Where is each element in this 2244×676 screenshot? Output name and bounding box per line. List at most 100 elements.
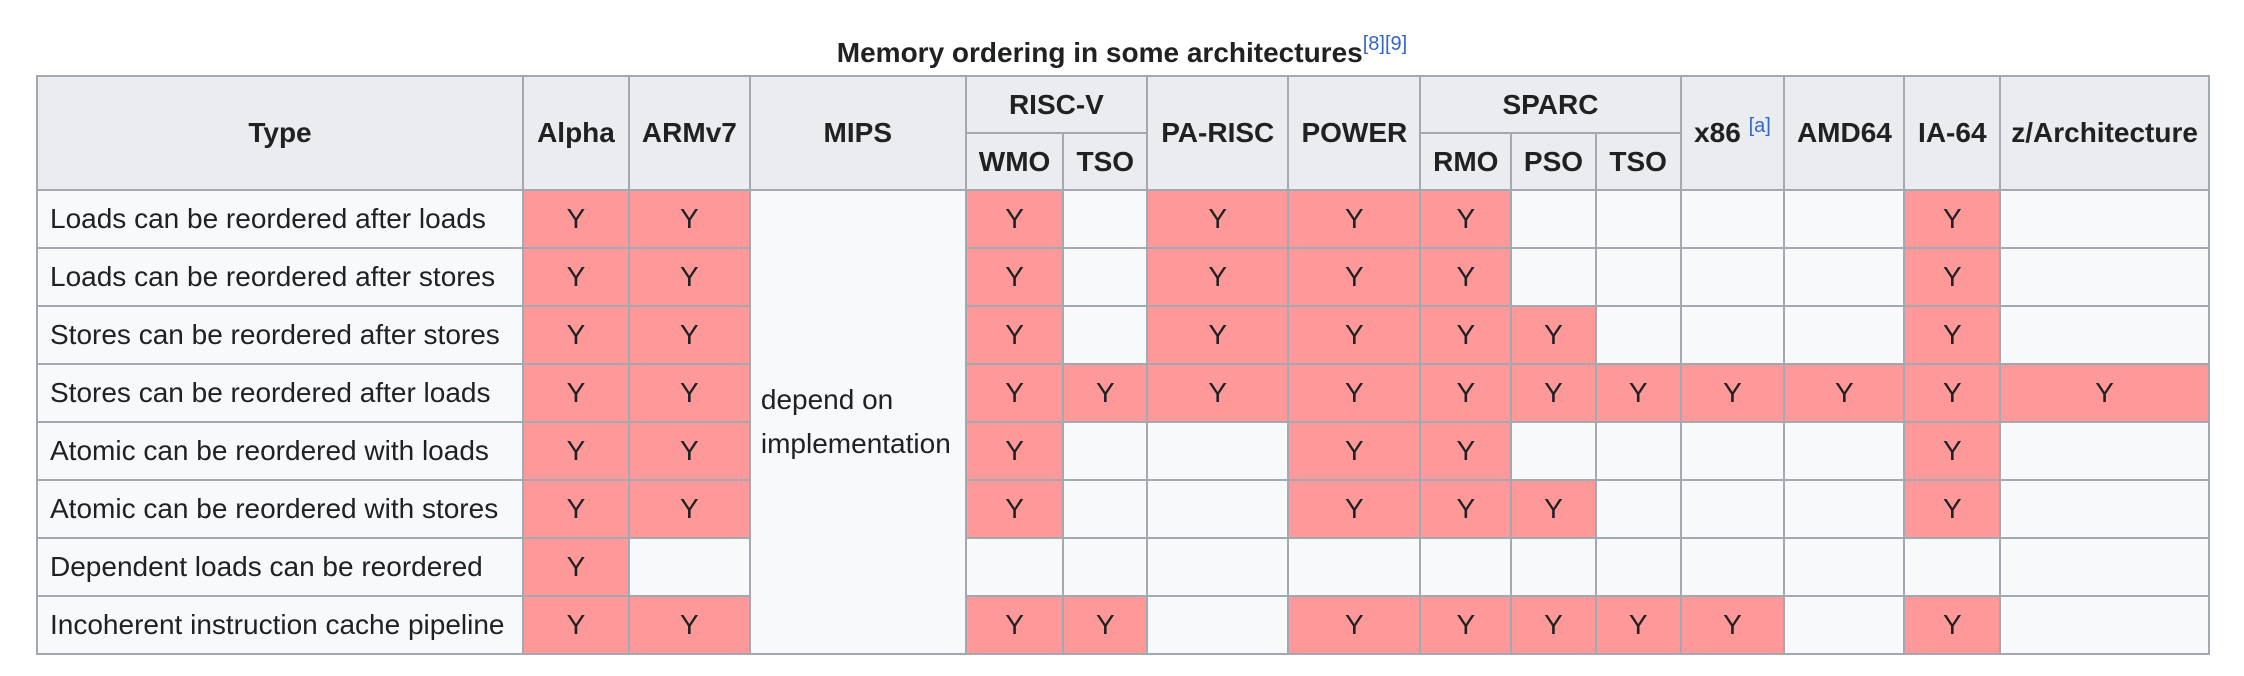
memory-ordering-table: Type Alpha ARMv7 MIPS RISC-V PA-RISC POW… bbox=[35, 75, 2210, 655]
cell-sparc-pso: Y bbox=[1510, 305, 1597, 365]
cell-riscv-tso bbox=[1062, 305, 1149, 365]
cell-sparc-rmo: Y bbox=[1419, 189, 1513, 249]
cell-amd64 bbox=[1783, 305, 1906, 365]
cell-amd64 bbox=[1783, 479, 1906, 539]
cell-riscv-tso bbox=[1062, 189, 1149, 249]
cell-amd64 bbox=[1783, 537, 1906, 597]
header-ia64: IA-64 bbox=[1903, 75, 2002, 191]
cell-riscv-tso: Y bbox=[1062, 363, 1149, 423]
header-alpha: Alpha bbox=[522, 75, 630, 191]
cell-zarch bbox=[1999, 305, 2210, 365]
cell-x86 bbox=[1679, 305, 1786, 365]
cell-sparc-tso bbox=[1594, 189, 1682, 249]
reference-link-9[interactable]: [9] bbox=[1384, 33, 1408, 55]
cell-armv7: Y bbox=[627, 421, 751, 481]
cell-ia64: Y bbox=[1903, 305, 2002, 365]
row-label: Atomic can be reordered with stores bbox=[35, 479, 525, 539]
cell-parisc: Y bbox=[1146, 363, 1290, 423]
cell-armv7: Y bbox=[627, 595, 751, 655]
cell-x86 bbox=[1679, 247, 1786, 307]
cell-sparc-rmo: Y bbox=[1419, 305, 1513, 365]
cell-sparc-pso bbox=[1510, 421, 1597, 481]
cell-x86 bbox=[1679, 189, 1786, 249]
cell-sparc-tso: Y bbox=[1594, 595, 1682, 655]
cell-sparc-pso: Y bbox=[1510, 595, 1597, 655]
cell-parisc bbox=[1146, 479, 1290, 539]
caption-title: Memory ordering in some architectures bbox=[836, 37, 1363, 68]
cell-x86: Y bbox=[1679, 363, 1786, 423]
cell-parisc bbox=[1146, 421, 1290, 481]
cell-riscv-wmo: Y bbox=[964, 247, 1065, 307]
cell-power: Y bbox=[1287, 421, 1422, 481]
cell-parisc bbox=[1146, 595, 1290, 655]
reference-link-8[interactable]: [8] bbox=[1362, 33, 1385, 55]
cell-x86: Y bbox=[1679, 595, 1786, 655]
cell-sparc-rmo: Y bbox=[1419, 595, 1513, 655]
cell-zarch bbox=[1999, 479, 2210, 539]
cell-armv7: Y bbox=[627, 363, 751, 423]
cell-x86 bbox=[1679, 479, 1786, 539]
header-power: POWER bbox=[1287, 75, 1422, 191]
cell-sparc-pso bbox=[1510, 189, 1597, 249]
cell-riscv-wmo: Y bbox=[964, 595, 1065, 655]
cell-sparc-rmo bbox=[1419, 537, 1513, 597]
cell-sparc-tso bbox=[1594, 305, 1682, 365]
cell-riscv-wmo: Y bbox=[964, 479, 1065, 539]
cell-zarch bbox=[1999, 247, 2210, 307]
cell-sparc-tso bbox=[1594, 479, 1682, 539]
cell-parisc bbox=[1146, 537, 1290, 597]
header-sparc-tso: TSO bbox=[1594, 132, 1682, 191]
cell-sparc-tso bbox=[1594, 247, 1682, 307]
cell-parisc: Y bbox=[1146, 305, 1290, 365]
header-riscv-wmo: WMO bbox=[964, 132, 1065, 191]
cell-amd64 bbox=[1783, 595, 1906, 655]
header-x86-label: x86 bbox=[1694, 117, 1741, 148]
cell-amd64: Y bbox=[1783, 363, 1906, 423]
cell-ia64: Y bbox=[1903, 421, 2002, 481]
cell-riscv-tso bbox=[1062, 421, 1149, 481]
cell-sparc-rmo: Y bbox=[1419, 479, 1513, 539]
cell-power: Y bbox=[1287, 189, 1422, 249]
cell-riscv-tso bbox=[1062, 479, 1149, 539]
cell-armv7: Y bbox=[627, 247, 751, 307]
header-amd64: AMD64 bbox=[1783, 75, 1906, 191]
cell-sparc-rmo: Y bbox=[1419, 421, 1513, 481]
header-sparc-pso: PSO bbox=[1510, 132, 1597, 191]
cell-x86 bbox=[1679, 537, 1786, 597]
cell-riscv-wmo: Y bbox=[964, 189, 1065, 249]
header-type: Type bbox=[35, 75, 525, 191]
cell-ia64: Y bbox=[1903, 595, 2002, 655]
header-zarch: z/Architecture bbox=[1999, 75, 2210, 191]
cell-power bbox=[1287, 537, 1422, 597]
cell-ia64: Y bbox=[1903, 479, 2002, 539]
header-riscv: RISC-V bbox=[964, 75, 1149, 134]
cell-sparc-rmo: Y bbox=[1419, 363, 1513, 423]
cell-power: Y bbox=[1287, 595, 1422, 655]
cell-alpha: Y bbox=[522, 479, 630, 539]
cell-riscv-wmo bbox=[964, 537, 1065, 597]
cell-armv7: Y bbox=[627, 189, 751, 249]
row-label: Stores can be reordered after loads bbox=[35, 363, 525, 423]
header-x86: x86 [a] bbox=[1679, 75, 1786, 191]
header-mips: MIPS bbox=[748, 75, 967, 191]
cell-sparc-tso bbox=[1594, 421, 1682, 481]
footnote-link-a[interactable]: [a] bbox=[1748, 115, 1771, 137]
cell-parisc: Y bbox=[1146, 189, 1290, 249]
cell-alpha: Y bbox=[522, 247, 630, 307]
header-riscv-tso: TSO bbox=[1062, 132, 1149, 191]
cell-alpha: Y bbox=[522, 189, 630, 249]
cell-alpha: Y bbox=[522, 421, 630, 481]
cell-x86 bbox=[1679, 421, 1786, 481]
header-sparc-rmo: RMO bbox=[1419, 132, 1513, 191]
cell-sparc-tso bbox=[1594, 537, 1682, 597]
cell-sparc-pso: Y bbox=[1510, 479, 1597, 539]
cell-armv7: Y bbox=[627, 305, 751, 365]
cell-sparc-pso bbox=[1510, 537, 1597, 597]
